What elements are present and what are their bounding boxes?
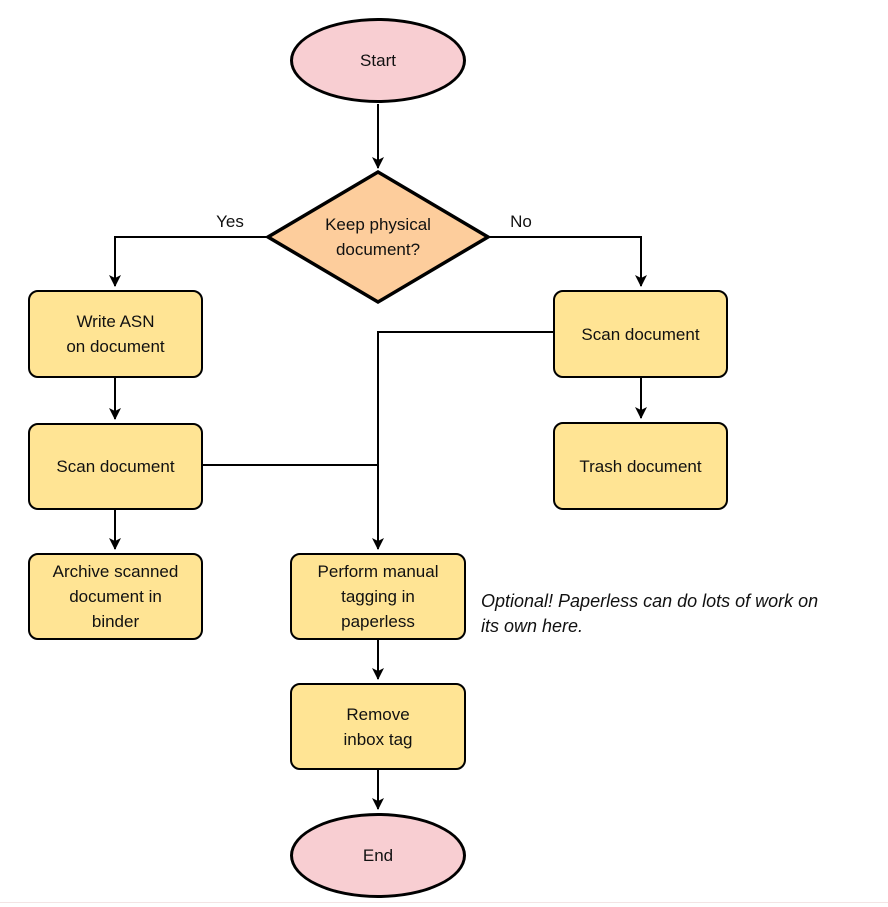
node-scan-document-right: Scan document	[553, 290, 728, 378]
node-archive-scanned: Archive scanned document in binder	[28, 553, 203, 640]
node-scan-right-label: Scan document	[581, 324, 700, 344]
node-remove-inbox-label: Remove inbox tag	[343, 704, 413, 749]
node-end: End	[290, 813, 466, 898]
node-write-asn-label: Write ASN on document	[66, 312, 165, 356]
node-scan-left-label: Scan document	[56, 457, 175, 476]
edge-label-no: No	[510, 212, 532, 231]
node-decision-label: Keep physical document?	[325, 215, 431, 259]
edge-decision-yes-to-write-asn	[109, 236, 268, 287]
node-start-label: Start	[360, 51, 396, 70]
edge-decision-no-to-scan-right	[486, 236, 647, 287]
node-end-label: End	[362, 846, 394, 865]
node-remove-inbox-tag: Remove inbox tag	[290, 683, 466, 770]
node-start: Start	[290, 18, 466, 103]
node-archive-label: Archive scanned document in binder	[52, 562, 179, 631]
node-trash-label: Trash document	[579, 456, 702, 476]
edge-label-yes: Yes	[216, 212, 244, 231]
bottom-divider	[0, 902, 888, 903]
decision-shape	[264, 169, 492, 305]
node-scan-document-left: Scan document	[28, 423, 203, 510]
node-perform-tagging: Perform manual tagging in paperless	[290, 553, 466, 640]
node-write-asn: Write ASN on document	[28, 290, 203, 378]
node-trash-document: Trash document	[553, 422, 728, 510]
annotation-optional-note: Optional! Paperless can do lots of work …	[481, 591, 819, 636]
node-perform-tagging-label: Perform manual tagging in paperless	[317, 562, 439, 631]
edge-scan-right-to-tagging	[372, 331, 553, 550]
